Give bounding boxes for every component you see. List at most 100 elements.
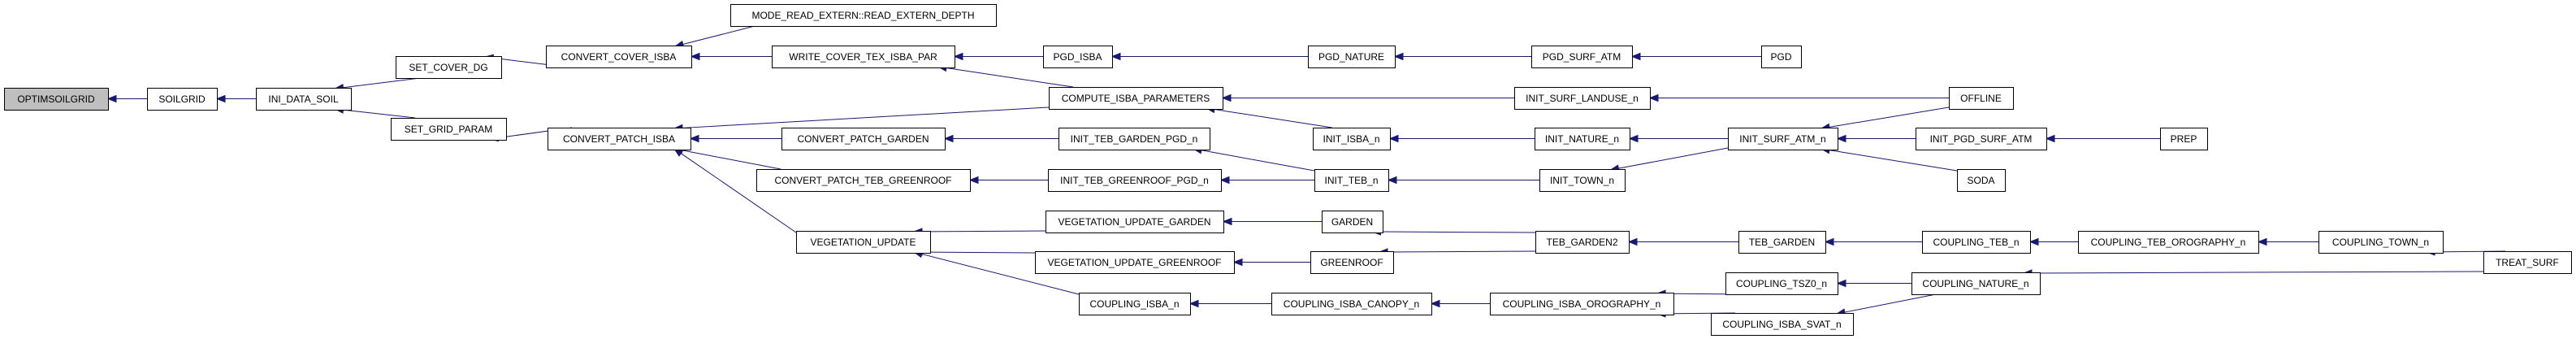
node-box	[1535, 128, 1630, 150]
node-write-cover-tex-isba-par[interactable]: WRITE_COVER_TEX_ISBA_PAR	[772, 46, 955, 68]
node-init-teb-garden-pgd-n[interactable]: INIT_TEB_GARDEN_PGD_n	[1059, 128, 1210, 150]
arrowhead-icon	[943, 134, 954, 143]
node-init-nature-n[interactable]: INIT_NATURE_n	[1535, 128, 1630, 150]
edge-coupling-nature-n-to-coupling-tsz0-n	[1836, 279, 1911, 288]
edge-line	[1618, 147, 1729, 169]
edge-line	[2031, 271, 2484, 274]
node-ini-data-soil[interactable]: INI_DATA_SOIL	[256, 88, 352, 111]
node-label: COUPLING_TEB_n	[1933, 237, 2019, 248]
arrowhead-icon	[953, 52, 963, 61]
node-prep[interactable]: PREP	[2160, 128, 2208, 150]
node-init-surf-atm-n[interactable]: INIT_SURF_ATM_n	[1728, 128, 1838, 150]
node-pgd-surf-atm[interactable]: PGD_SURF_ATM	[1531, 46, 1633, 68]
arrowhead-icon	[1630, 52, 1641, 61]
node-soda[interactable]: SODA	[1957, 169, 2006, 192]
node-init-isba-n[interactable]: INIT_ISBA_n	[1313, 128, 1391, 150]
node-label: SET_COVER_DG	[409, 62, 487, 73]
edge-line	[680, 153, 797, 233]
node-vegetation-update-garden[interactable]: VEGETATION_UPDATE_GARDEN	[1046, 211, 1224, 233]
node-teb-garden2[interactable]: TEB_GARDEN2	[1535, 231, 1630, 254]
node-box	[4, 88, 109, 111]
edge-coupling-isba-orography-n-to-coupling-isba-canopy-n	[1430, 299, 1490, 308]
node-box	[1313, 128, 1391, 150]
node-box	[756, 169, 971, 192]
edge-treat-surf-to-coupling-nature-n	[2022, 269, 2484, 277]
node-coupling-teb-orography-n[interactable]: COUPLING_TEB_OROGRAPHY_n	[2078, 231, 2259, 254]
node-label: INIT_TOWN_n	[1550, 175, 1614, 186]
arrowhead-icon	[1221, 93, 1232, 102]
node-vegetation-update-greenroof[interactable]: VEGETATION_UPDATE_GREENROOF	[1035, 251, 1235, 274]
arrowhead-icon	[1648, 93, 1659, 102]
arrowhead-icon	[1222, 217, 1232, 226]
node-compute-isba-parameters[interactable]: COMPUTE_ISBA_PARAMETERS	[1049, 87, 1223, 110]
node-pgd-nature[interactable]: PGD_NATURE	[1308, 46, 1396, 68]
edge-line	[1829, 150, 1958, 172]
edge-vegetation-update-garden-to-vegetation-update	[912, 228, 1046, 236]
arrowhead-icon	[1232, 258, 1243, 267]
node-box	[1059, 128, 1210, 150]
node-box	[1079, 293, 1191, 315]
node-pgd-isba[interactable]: PGD_ISBA	[1043, 46, 1113, 68]
node-init-pgd-surf-atm[interactable]: INIT_PGD_SURF_ATM	[1916, 128, 2047, 150]
node-mode-read-extern[interactable]: MODE_READ_EXTERN::READ_EXTERN_DEPTH	[730, 4, 997, 27]
node-convert-patch-teb-greenroof[interactable]: CONVERT_PATCH_TEB_GREENROOF	[756, 169, 971, 192]
node-garden[interactable]: GARDEN	[1322, 211, 1383, 233]
node-coupling-teb-n[interactable]: COUPLING_TEB_n	[1922, 231, 2031, 254]
node-treat-surf[interactable]: TREAT_SURF	[2483, 251, 2572, 274]
arrowhead-icon	[1188, 299, 1199, 308]
node-coupling-isba-canopy-n[interactable]: COUPLING_ISBA_CANOPY_n	[1271, 293, 1432, 315]
node-vegetation-update[interactable]: VEGETATION_UPDATE	[796, 231, 931, 254]
edge-init-teb-garden-pgd-n-to-convert-patch-garden	[943, 134, 1059, 143]
node-coupling-nature-n[interactable]: COUPLING_NATURE_n	[1911, 272, 2041, 295]
edge-pgd-to-pgd-surf-atm	[1630, 52, 1761, 61]
node-box	[1310, 251, 1394, 274]
edge-teb-garden2-to-garden	[1371, 228, 1536, 236]
node-label: INIT_SURF_ATM_n	[1739, 133, 1825, 145]
node-label: INIT_ISBA_n	[1323, 133, 1379, 145]
edge-init-surf-landuse-n-to-compute-isba-parameters	[1221, 93, 1514, 102]
node-box	[1711, 313, 1854, 336]
node-box	[1531, 46, 1633, 68]
node-init-surf-landuse-n[interactable]: INIT_SURF_LANDUSE_n	[1514, 87, 1651, 110]
edge-line	[921, 251, 1036, 254]
edge-convert-patch-garden-to-convert-patch-isba	[689, 134, 781, 143]
node-init-teb-greenroof-pgd-n[interactable]: INIT_TEB_GREENROOF_PGD_n	[1048, 169, 1222, 192]
node-convert-patch-isba[interactable]: CONVERT_PATCH_ISBA	[548, 128, 691, 150]
node-soilgrid[interactable]: SOILGRID	[147, 88, 218, 111]
edge-line	[1201, 150, 1315, 172]
node-box	[730, 4, 997, 27]
node-init-town-n[interactable]: INIT_TOWN_n	[1539, 169, 1626, 192]
node-box	[796, 231, 931, 254]
node-convert-patch-garden[interactable]: CONVERT_PATCH_GARDEN	[781, 128, 946, 150]
edge-coupling-teb-n-to-teb-garden	[1824, 237, 1922, 246]
edge-greenroof-to-vegetation-update-greenroof	[1232, 258, 1310, 267]
node-set-grid-param[interactable]: SET_GRID_PARAM	[391, 118, 507, 141]
node-coupling-isba-svat-n[interactable]: COUPLING_ISBA_SVAT_n	[1711, 313, 1854, 336]
node-convert-cover-isba[interactable]: CONVERT_COVER_ISBA	[546, 46, 692, 68]
edge-soda-to-init-surf-atm-n	[1820, 146, 1958, 172]
node-coupling-isba-orography-n[interactable]: COUPLING_ISBA_OROGRAPHY_n	[1490, 293, 1674, 315]
edge-offline-to-init-surf-landuse-n	[1648, 93, 1949, 102]
edge-prep-to-init-pgd-surf-atm	[2045, 134, 2160, 143]
node-label: MODE_READ_EXTERN::READ_EXTERN_DEPTH	[751, 10, 974, 21]
node-label: PGD_ISBA	[1053, 51, 1102, 63]
edge-line	[946, 67, 1074, 88]
node-coupling-isba-n[interactable]: COUPLING_ISBA_n	[1079, 293, 1191, 315]
node-box	[548, 128, 691, 150]
arrowhead-icon	[1219, 176, 1230, 185]
node-greenroof[interactable]: GREENROOF	[1310, 251, 1394, 274]
edge-line	[682, 150, 781, 170]
node-box	[2318, 231, 2444, 254]
node-set-cover-dg[interactable]: SET_COVER_DG	[396, 56, 502, 79]
node-optimsoilgrid[interactable]: OPTIMSOILGRID	[4, 88, 109, 111]
node-coupling-town-n[interactable]: COUPLING_TOWN_n	[2318, 231, 2444, 254]
node-pgd[interactable]: PGD	[1761, 46, 1802, 68]
nodes-layer: OPTIMSOILGRID SOILGRID INI_DATA_SOIL SET_CO…	[4, 4, 2572, 336]
node-box	[1314, 169, 1389, 192]
node-init-teb-n[interactable]: INIT_TEB_n	[1314, 169, 1389, 192]
edge-mode-read-extern-to-convert-cover-isba	[673, 25, 755, 48]
node-teb-garden[interactable]: TEB_GARDEN	[1738, 231, 1826, 254]
node-offline[interactable]: OFFLINE	[1949, 87, 2014, 110]
node-coupling-tsz0-n[interactable]: COUPLING_TSZ0_n	[1725, 272, 1838, 295]
node-label: SOILGRID	[158, 93, 206, 105]
